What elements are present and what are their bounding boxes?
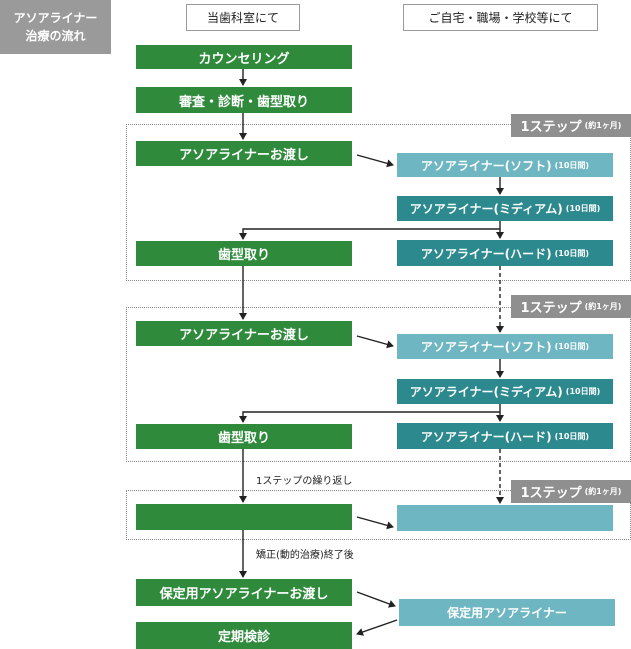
handover-box-1: アソアライナーお渡し <box>136 141 352 166</box>
arrow-handover2-soft <box>356 335 394 349</box>
aligner-hard-label: アソアライナー(ハード) <box>420 429 552 444</box>
arrow-handover1-soft <box>356 154 394 168</box>
aligner-duration: (10日間) <box>565 387 601 396</box>
after-treatment-note: 矯正(動的治療)終了後 <box>256 550 354 561</box>
aligner-soft-1: アソアライナー(ソフト)(10日間) <box>397 153 613 177</box>
step-badge-3: 1ステップ(約1ヶ月) <box>511 480 631 503</box>
aligner-hard-1: アソアライナー(ハード)(10日間) <box>397 240 613 266</box>
aligner-duration: (10日間) <box>554 342 590 351</box>
handover-box-2: アソアライナーお渡し <box>136 321 352 346</box>
handover-box-3 <box>136 504 352 530</box>
aligner-soft-label: アソアライナー(ソフト) <box>420 340 552 354</box>
exam-box: 審査・診断・歯型取り <box>136 87 352 113</box>
aligner-soft-label: アソアライナー(ソフト) <box>420 158 552 173</box>
aligner-duration: (10日間) <box>554 248 590 258</box>
step-label: 1ステップ <box>520 120 582 135</box>
aligner-hard-2: アソアライナー(ハード)(10日間) <box>397 423 613 449</box>
flow-title-line1: アソアライナー <box>13 11 98 25</box>
retainer-handover-box: 保定用アソアライナーお渡し <box>136 579 352 606</box>
counseling-box: カウンセリング <box>136 45 352 69</box>
retainer-box: 保定用アソアライナー <box>399 599 615 626</box>
repeat-note: 1ステップの繰り返し <box>256 476 353 487</box>
aligner-box-3 <box>397 505 613 531</box>
aligner-medium-2: アソアライナー(ミディアム)(10日間) <box>397 379 613 404</box>
step-period: (約1ヶ月) <box>584 302 622 311</box>
flow-title: アソアライナー 治療の流れ <box>0 0 111 54</box>
header-home: ご自宅・職場・学校等にて <box>403 4 598 31</box>
arrow-retainer-handover <box>356 591 396 608</box>
arrow-return-impression-2 <box>239 411 500 423</box>
step-period: (約1ヶ月) <box>584 121 622 130</box>
aligner-duration: (10日間) <box>554 160 590 170</box>
aligner-hard-label: アソアライナー(ハード) <box>420 246 552 261</box>
step-period: (約1ヶ月) <box>584 487 622 496</box>
aligner-medium-label: アソアライナー(ミディアム) <box>409 202 563 216</box>
header-clinic: 当歯科室にて <box>186 4 300 31</box>
arrow-return-impression-1 <box>239 228 500 240</box>
impression-box-2: 歯型取り <box>136 424 352 449</box>
aligner-medium-1: アソアライナー(ミディアム)(10日間) <box>397 196 613 221</box>
checkup-box: 定期検診 <box>136 622 352 649</box>
step-label: 1ステップ <box>520 486 582 501</box>
impression-box-1: 歯型取り <box>136 241 352 266</box>
arrow-step3-right <box>356 516 394 530</box>
aligner-duration: (10日間) <box>554 431 590 441</box>
step-badge-1: 1ステップ(約1ヶ月) <box>511 114 631 137</box>
step-badge-2: 1ステップ(約1ヶ月) <box>511 295 631 318</box>
flow-title-line2: 治療の流れ <box>25 29 86 43</box>
step-label: 1ステップ <box>520 301 582 316</box>
aligner-medium-label: アソアライナー(ミディアム) <box>409 385 563 399</box>
arrow-retainer-checkup <box>356 619 398 636</box>
aligner-duration: (10日間) <box>565 204 601 213</box>
aligner-soft-2: アソアライナー(ソフト)(10日間) <box>397 334 613 359</box>
